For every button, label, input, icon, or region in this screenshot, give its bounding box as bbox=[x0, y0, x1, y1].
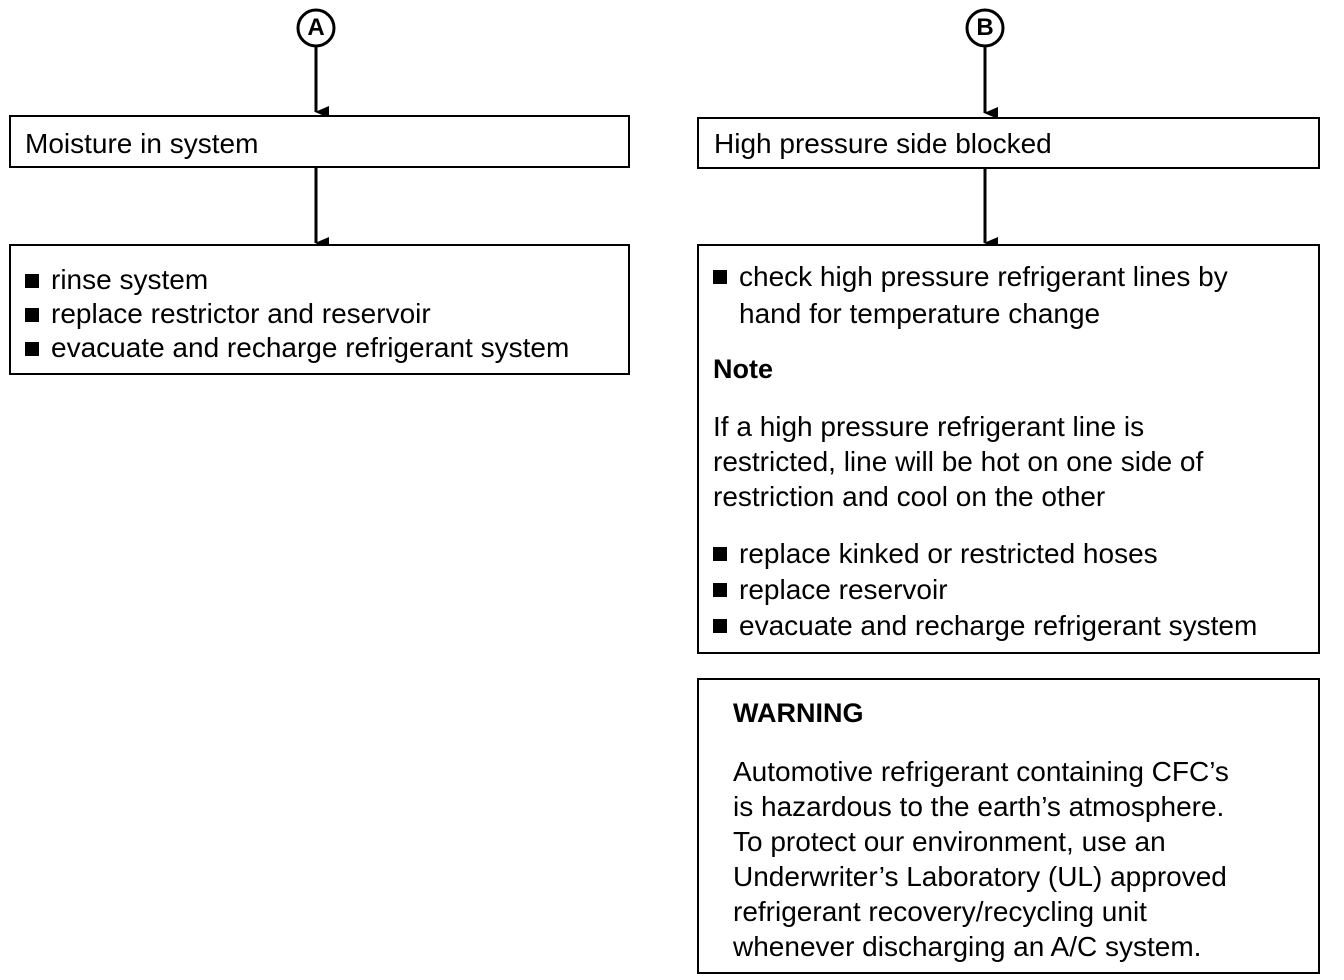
warning-box: WARNING Automotive refrigerant containin… bbox=[697, 678, 1320, 974]
actions-box-moisture: rinse system replace restrictor and rese… bbox=[9, 244, 630, 375]
bullet-square-icon bbox=[25, 342, 39, 356]
note-heading: Note bbox=[713, 354, 773, 384]
list-item: evacuate and recharge refrigerant system bbox=[713, 608, 1257, 644]
list-item: evacuate and recharge refrigerant system bbox=[25, 331, 569, 365]
bullet-square-icon bbox=[25, 308, 39, 322]
list-item-continuation: hand for temperature change bbox=[739, 298, 1101, 329]
list-item: replace restrictor and reservoir bbox=[25, 297, 569, 331]
list-item: check high pressure refrigerant lines by bbox=[713, 258, 1228, 295]
condition-text-moisture: Moisture in system bbox=[25, 128, 259, 159]
bullet-square-icon bbox=[713, 270, 727, 284]
check-action-list: check high pressure refrigerant lines by… bbox=[713, 258, 1228, 332]
list-item: rinse system bbox=[25, 263, 569, 297]
actions-list-high-pressure: replace kinked or restricted hoses repla… bbox=[713, 536, 1257, 644]
warning-heading: WARNING bbox=[733, 698, 864, 728]
list-item: replace reservoir bbox=[713, 572, 1257, 608]
bullet-square-icon bbox=[713, 547, 727, 561]
connector-label-a: A bbox=[307, 14, 325, 41]
condition-box-moisture: Moisture in system bbox=[9, 115, 630, 168]
connector-label-b: B bbox=[976, 14, 994, 41]
condition-box-high-pressure: High pressure side blocked bbox=[697, 117, 1320, 169]
actions-list-moisture: rinse system replace restrictor and rese… bbox=[25, 263, 569, 365]
actions-box-high-pressure: check high pressure refrigerant lines by… bbox=[697, 244, 1320, 654]
bullet-square-icon bbox=[713, 619, 727, 633]
condition-text-high-pressure: High pressure side blocked bbox=[714, 128, 1052, 159]
bullet-square-icon bbox=[25, 274, 39, 288]
note-text: If a high pressure refrigerant line is r… bbox=[713, 411, 1204, 512]
bullet-square-icon bbox=[713, 583, 727, 597]
list-item: replace kinked or restricted hoses bbox=[713, 536, 1257, 572]
warning-text: Automotive refrigerant containing CFC’s … bbox=[733, 756, 1229, 962]
